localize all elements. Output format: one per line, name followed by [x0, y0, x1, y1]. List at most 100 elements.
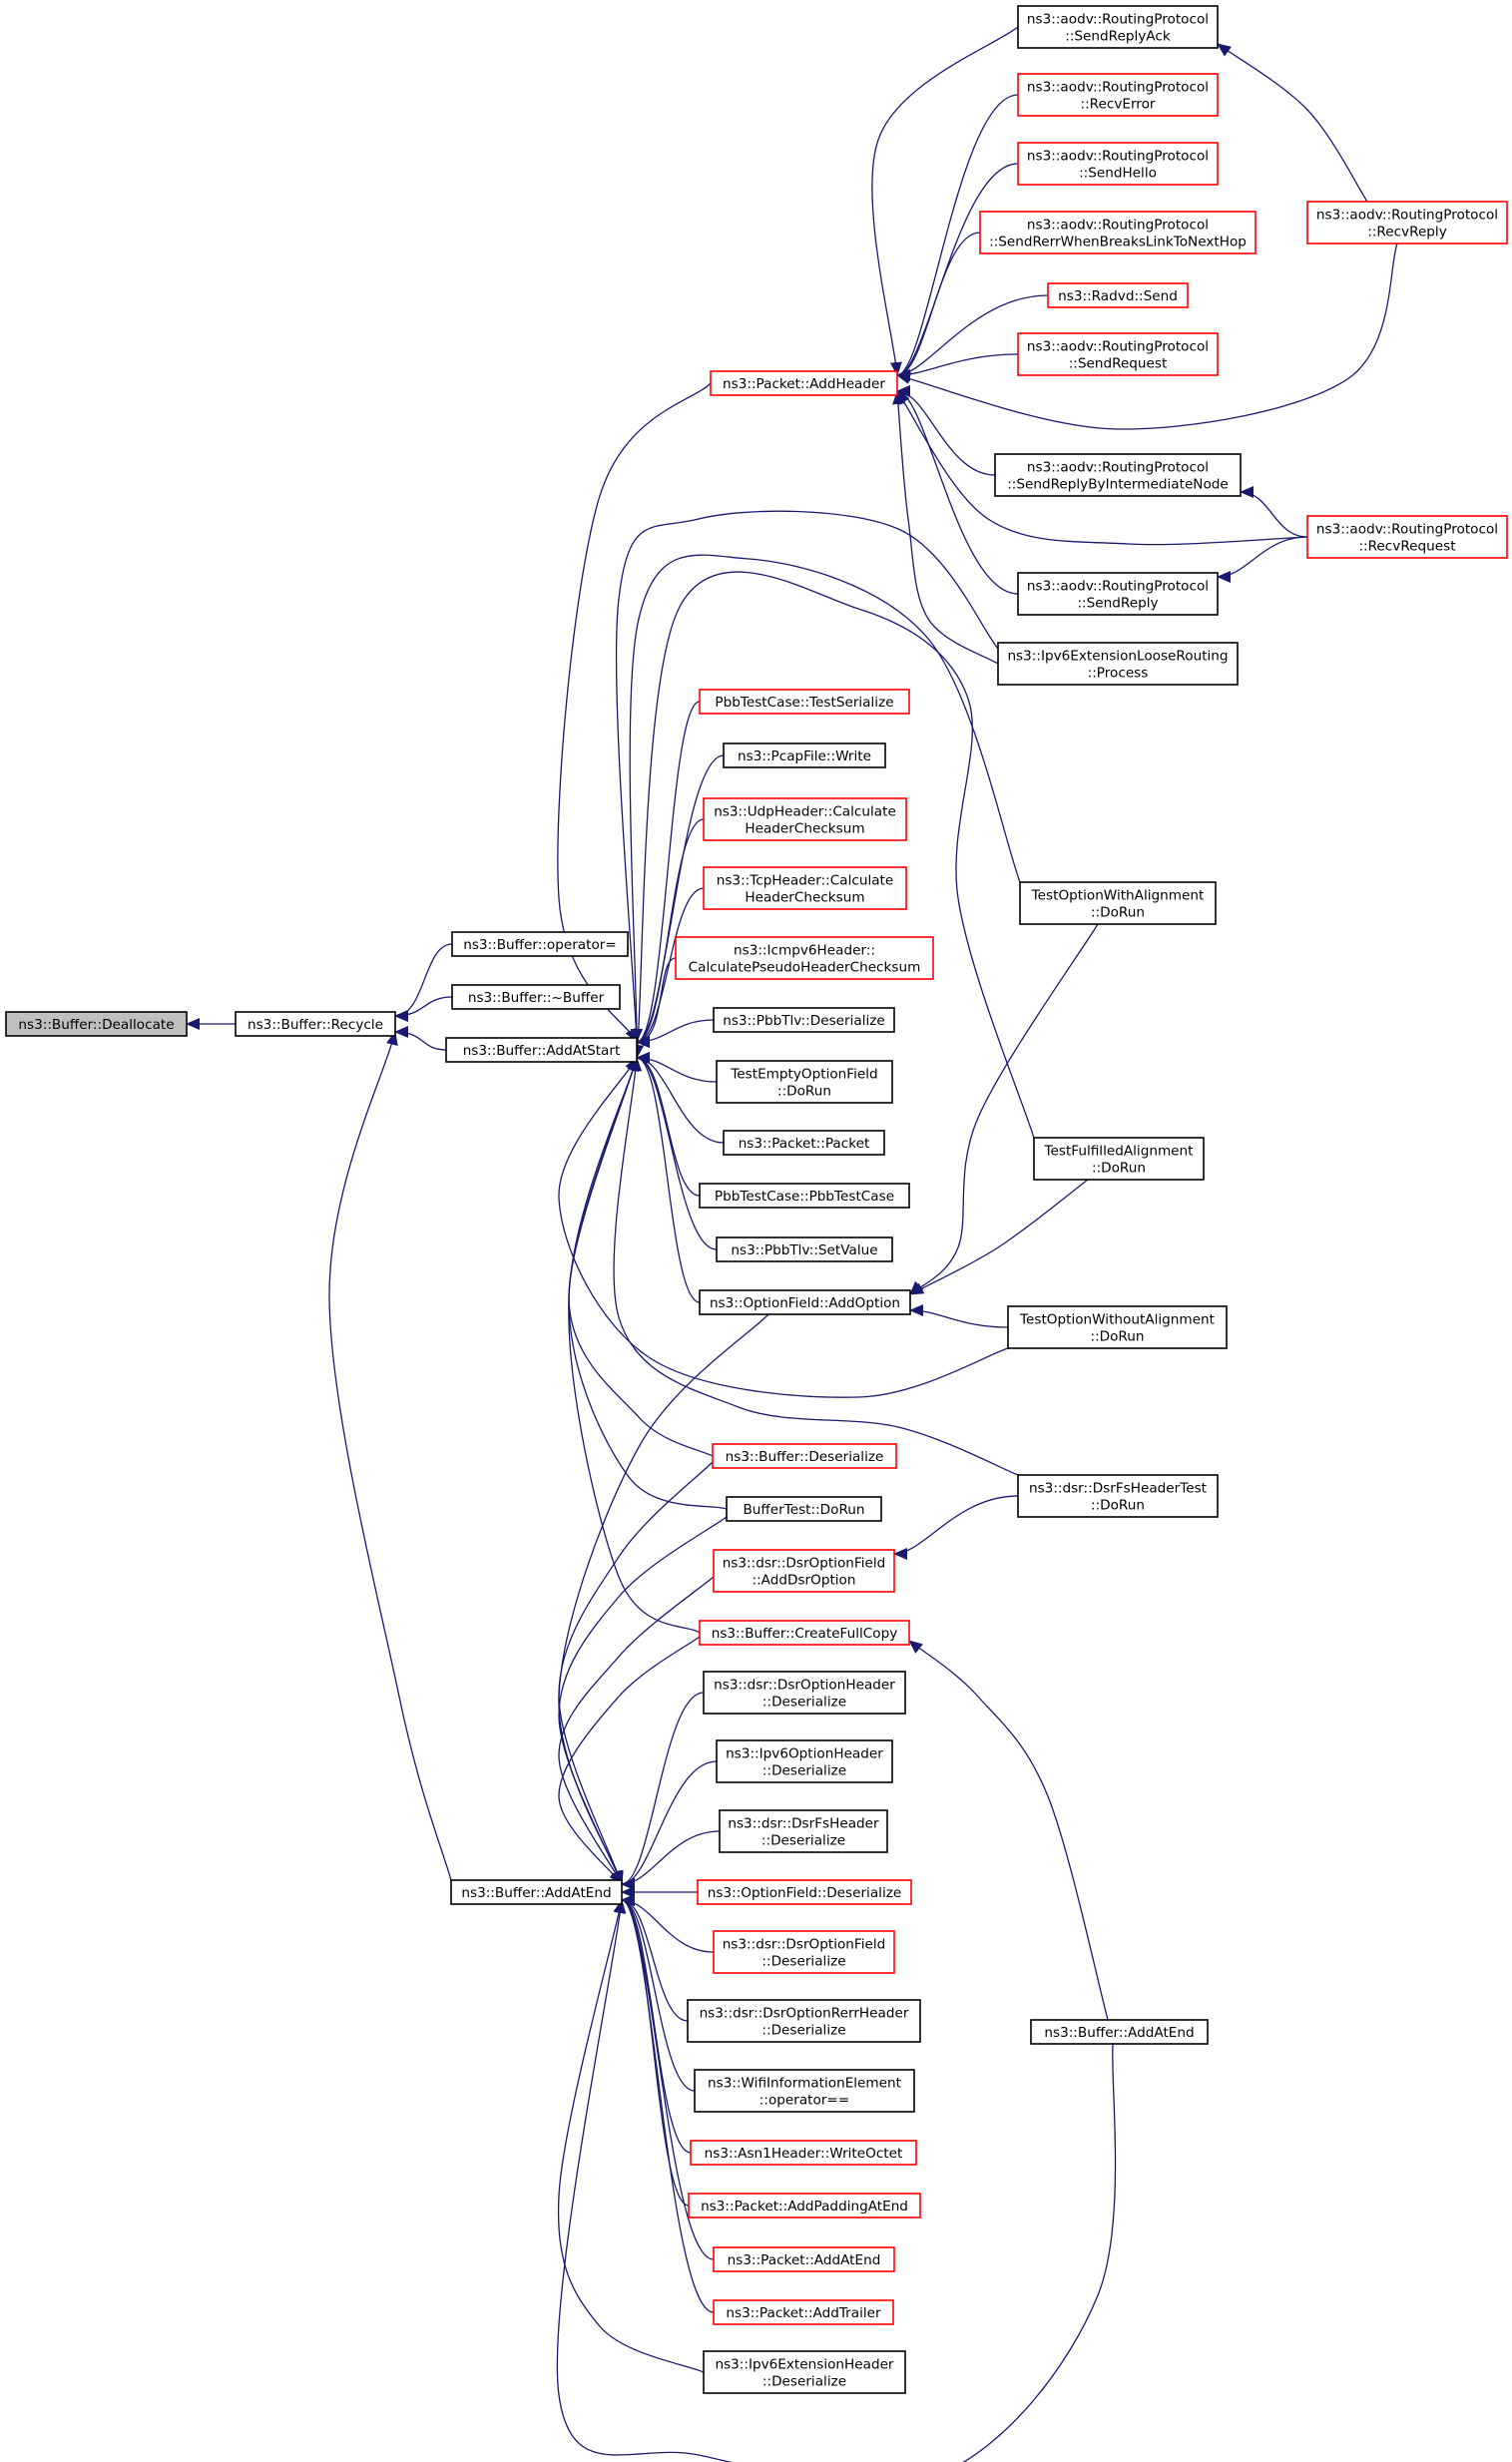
node-pbbtlv-deser[interactable]: ns3::PbbTlv::Deserialize [713, 1007, 895, 1033]
edge-aodv_recvrequest-to-aodv_sendreplyinter [1240, 486, 1308, 538]
node-label: ns3::dsr::DsrFsHeaderTest [1029, 1481, 1207, 1497]
node-label: ::Deserialize [761, 1954, 845, 1970]
node-label: ns3::Packet::Packet [739, 1136, 870, 1152]
node-box [1017, 142, 1219, 186]
node-buf-fullcopy[interactable]: ns3::Buffer::CreateFullCopy [699, 1620, 910, 1646]
edge-addatend-to-recycle [328, 1031, 452, 1881]
node-op-assign[interactable]: ns3::Buffer::operator= [451, 931, 629, 957]
node-dsr-rerr-deser[interactable]: ns3::dsr::DsrOptionRerrHeader::Deseriali… [687, 1999, 921, 2043]
node-box [716, 1739, 893, 1783]
node-testwithalign[interactable]: TestOptionWithAlignment::DoRun [1019, 881, 1217, 925]
node-buf-deser[interactable]: ns3::Buffer::Deserialize [712, 1443, 897, 1469]
edge-line [632, 571, 1035, 1139]
node-pkt-addatend[interactable]: ns3::Packet::AddAtEnd [713, 2246, 895, 2272]
edge-buffertest-to-addatend [558, 1516, 728, 1885]
node-pkt-packet[interactable]: ns3::Packet::Packet [723, 1130, 885, 1156]
edge-line [909, 1179, 1089, 1295]
edge-line [1217, 536, 1308, 583]
node-icmpv6-checksum[interactable]: ns3::Icmpv6Header::CalculatePseudoHeader… [675, 936, 934, 980]
node-box [703, 2350, 906, 2394]
node-ipv6ext-loose[interactable]: ns3::Ipv6ExtensionLooseRouting::Process [997, 642, 1239, 686]
node-label: TestEmptyOptionField [730, 1067, 877, 1083]
node-aodv-sendreply[interactable]: ns3::aodv::RoutingProtocol::SendReply [1017, 572, 1219, 616]
node-label: ns3::dsr::DsrOptionField [723, 1937, 886, 1953]
edge-line [636, 887, 705, 1048]
node-label: ns3::Buffer::Deallocate [18, 1017, 174, 1033]
node-label: ::RecvRequest [1358, 539, 1455, 555]
node-aodv-sendrerr[interactable]: ns3::aodv::RoutingProtocol::SendRerrWhen… [979, 211, 1257, 254]
node-optfield-deser[interactable]: ns3::OptionField::Deserialize [697, 1879, 912, 1905]
node-pcap-write[interactable]: ns3::PcapFile::Write [723, 742, 886, 768]
edge-pbbtlv_setvalue-to-addatstart [636, 1052, 718, 1250]
edge-line [621, 1894, 692, 2154]
edge-line [636, 1052, 718, 1250]
node-buffertest[interactable]: BufferTest::DoRun [726, 1496, 882, 1522]
node-pkt-addtrailer[interactable]: ns3::Packet::AddTrailer [713, 2299, 894, 2325]
edge-testfulfilled-to-optfield_addoption [909, 1179, 1089, 1295]
node-label: ns3::Packet::AddPaddingAtEnd [701, 2199, 908, 2215]
node-aodv-recverror[interactable]: ns3::aodv::RoutingProtocol::RecvError [1017, 73, 1219, 117]
node-aodv-recvrequest[interactable]: ns3::aodv::RoutingProtocol::RecvRequest [1306, 515, 1508, 559]
node-label: ns3::aodv::RoutingProtocol [1316, 522, 1498, 538]
edge-line [908, 1640, 1109, 2021]
edge-buf_deser-to-addatstart [568, 1057, 714, 1457]
edge-pkt_addtrailer-to-addatend [621, 1894, 715, 2313]
node-asn1-writeoctet[interactable]: ns3::Asn1Header::WriteOctet [690, 2140, 917, 2166]
node-testwithout[interactable]: TestOptionWithoutAlignment::DoRun [1007, 1305, 1228, 1349]
edge-testwithout-to-optfield_addoption [909, 1304, 1009, 1328]
node-box [1017, 332, 1219, 376]
node-ipv6opt-deser[interactable]: ns3::Ipv6OptionHeader::Deserialize [716, 1739, 893, 1783]
node-label: ::RecvError [1080, 97, 1155, 113]
edge-line [896, 385, 1019, 595]
node-box [713, 1930, 895, 1974]
node-label: ::SendReply [1077, 596, 1158, 612]
node-testfulfilled[interactable]: TestFulfilledAlignment::DoRun [1033, 1137, 1205, 1181]
node-box [979, 211, 1257, 254]
edge-aodv_sendrerr-to-pkt_addheader [896, 232, 981, 381]
node-dsr-addoption[interactable]: ns3::dsr::DsrOptionField::AddDsrOption [713, 1549, 895, 1593]
edge-aodv_recverror-to-pkt_addheader [896, 94, 1019, 381]
node-box [703, 797, 907, 841]
node-aodv-sendhello[interactable]: ns3::aodv::RoutingProtocol::SendHello [1017, 142, 1219, 186]
node-addatstart[interactable]: ns3::Buffer::AddAtStart [445, 1037, 638, 1063]
node-dsrfstest[interactable]: ns3::dsr::DsrFsHeaderTest::DoRun [1017, 1474, 1219, 1518]
node-box [451, 984, 621, 1010]
node-aodv-sendrequest[interactable]: ns3::aodv::RoutingProtocol::SendRequest [1017, 332, 1219, 376]
edge-line [636, 1052, 701, 1197]
node-radvd-send[interactable]: ns3::Radvd::Send [1047, 282, 1189, 308]
edge-pbb_testcase-to-addatstart [636, 1052, 701, 1197]
node-dsrfs-deser[interactable]: ns3::dsr::DsrFsHeader::Deserialize [719, 1809, 888, 1853]
node-pbb-testserialize[interactable]: PbbTestCase::TestSerialize [699, 689, 910, 715]
node-pkt-addheader[interactable]: ns3::Packet::AddHeader [710, 370, 898, 396]
node-ipv6ext-deser[interactable]: ns3::Ipv6ExtensionHeader::Deserialize [703, 2350, 906, 2394]
node-aodv-sendreplyack[interactable]: ns3::aodv::RoutingProtocol::SendReplyAck [1017, 5, 1219, 49]
node-recycle[interactable]: ns3::Buffer::Recycle [235, 1011, 396, 1037]
node-testempty[interactable]: TestEmptyOptionField::DoRun [716, 1060, 893, 1104]
node-aodv-sendreplyinter[interactable]: ns3::aodv::RoutingProtocol::SendReplyByI… [994, 453, 1242, 497]
edge-dsr_rerr_deser-to-addatend [621, 1894, 689, 2022]
node-buf-addatend2[interactable]: ns3::Buffer::AddAtEnd [1030, 2019, 1209, 2045]
node-optfield-addoption[interactable]: ns3::OptionField::AddOption [699, 1289, 911, 1315]
node-label: ::Deserialize [762, 2374, 846, 2390]
node-box [712, 1443, 897, 1469]
edge-buf_fullcopy-to-addatstart [568, 1057, 701, 1634]
edge-buf_fullcopy-to-addatend [558, 1636, 701, 1885]
node-wifi-ie-eq[interactable]: ns3::WifiInformationElement::operator== [694, 2069, 915, 2113]
node-aodv-recvreply[interactable]: ns3::aodv::RoutingProtocol::RecvReply [1306, 201, 1508, 245]
edge-tcp_checksum-to-addatstart [636, 887, 705, 1048]
node-addatend[interactable]: ns3::Buffer::AddAtEnd [450, 1879, 623, 1905]
node-box [703, 866, 907, 910]
edge-line [896, 390, 1308, 546]
edge-line [615, 510, 999, 1043]
node-dsr-optfield-deser[interactable]: ns3::dsr::DsrOptionField::Deserialize [713, 1930, 895, 1974]
node-box [450, 1879, 623, 1905]
node-dsr-optheader-deser[interactable]: ns3::dsr::DsrOptionHeader::Deserialize [703, 1671, 906, 1715]
node-label: ::SendReplyByIntermediateNode [1007, 477, 1229, 493]
node-destructor[interactable]: ns3::Buffer::~Buffer [451, 984, 621, 1010]
node-pbb-testcase[interactable]: PbbTestCase::PbbTestCase [699, 1183, 910, 1209]
node-pkt-addpadding[interactable]: ns3::Packet::AddPaddingAtEnd [688, 2193, 921, 2218]
edge-line [636, 754, 725, 1048]
node-pbbtlv-setvalue[interactable]: ns3::PbbTlv::SetValue [716, 1236, 893, 1262]
